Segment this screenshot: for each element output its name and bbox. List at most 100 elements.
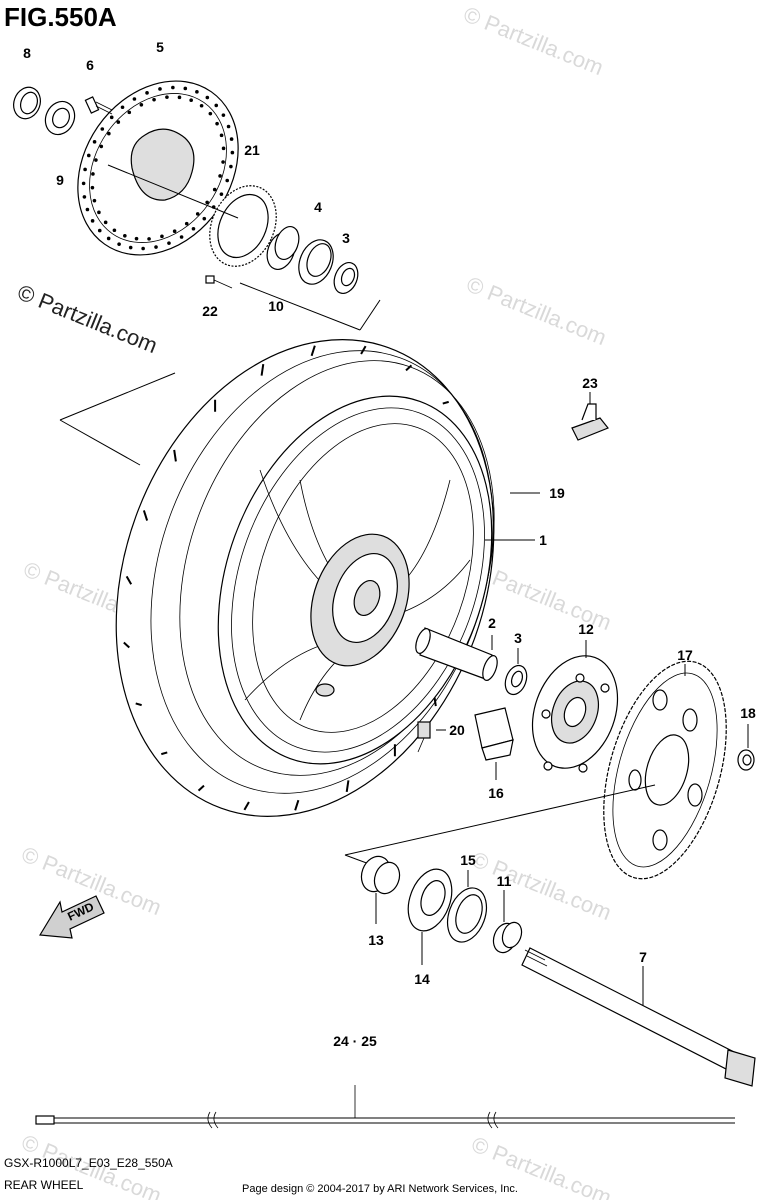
disc-hole xyxy=(171,85,175,90)
callout-16: 16 xyxy=(488,785,504,801)
rear-wheel-rim[interactable] xyxy=(170,358,541,803)
callout-10: 10 xyxy=(268,298,284,314)
copyright: Page design © 2004-2017 by ARI Network S… xyxy=(242,1183,518,1195)
rotor-bolt[interactable] xyxy=(205,275,233,289)
wheel-spacer[interactable] xyxy=(413,627,500,683)
abs-sensor-rotor[interactable] xyxy=(197,175,289,277)
disc-hole xyxy=(219,192,224,196)
disc-hole xyxy=(221,113,226,117)
disc-hole xyxy=(100,127,105,131)
callout-17: 17 xyxy=(677,647,693,663)
sprocket-drum[interactable] xyxy=(518,640,633,780)
disc-hole xyxy=(81,181,86,186)
disc-hole xyxy=(99,144,104,149)
disc-hole xyxy=(109,115,114,120)
callout-6: 6 xyxy=(86,57,94,73)
disc-hole xyxy=(128,245,133,250)
ball-bearing[interactable] xyxy=(400,863,459,965)
disc-hole xyxy=(134,236,139,241)
disc-hole xyxy=(107,131,111,136)
disc-hole xyxy=(139,102,144,107)
bearing-spacer[interactable] xyxy=(357,852,404,924)
disc-hole xyxy=(221,160,225,164)
disc-hole xyxy=(97,228,102,233)
disc-hole xyxy=(92,140,97,144)
balance-weight[interactable] xyxy=(571,392,609,441)
disc-hole xyxy=(195,212,200,216)
tread-groove xyxy=(135,702,142,707)
disc-hole xyxy=(179,235,184,239)
watermark-dark: © Partzilla.com xyxy=(14,279,161,358)
disc-hole xyxy=(165,95,169,99)
disc-hole xyxy=(226,124,231,129)
disc-hole xyxy=(132,97,137,101)
forward-arrow-icon: FWD xyxy=(38,895,105,939)
tread-groove xyxy=(161,751,168,756)
disc-hole xyxy=(215,121,219,126)
disc-bolt[interactable] xyxy=(84,96,113,115)
callout-4: 4 xyxy=(314,199,322,215)
tread-groove xyxy=(310,345,316,357)
spacer[interactable] xyxy=(262,223,303,273)
disc-hole xyxy=(214,103,219,108)
disc-hole xyxy=(154,245,158,249)
disc-hole xyxy=(103,220,108,225)
disc-hole xyxy=(208,111,213,116)
disc-hole xyxy=(225,178,230,183)
rear-axle[interactable] xyxy=(521,947,756,1087)
disc-hole xyxy=(212,187,217,192)
axle-nut[interactable] xyxy=(9,84,44,123)
disc-holes xyxy=(81,85,235,251)
callout-3-upper: 3 xyxy=(342,230,350,246)
rear-sprocket[interactable] xyxy=(581,647,748,893)
figure-title: FIG.550A xyxy=(4,2,117,32)
disc-hole xyxy=(90,185,95,190)
cable-tie[interactable] xyxy=(35,1085,735,1129)
tread-groove xyxy=(345,780,350,793)
oil-seal[interactable] xyxy=(293,235,340,290)
disc-hole xyxy=(229,137,234,141)
watermark: © Partzilla.com xyxy=(463,271,610,350)
disc-hole xyxy=(116,120,121,124)
tread-groove xyxy=(142,510,149,521)
callout-12: 12 xyxy=(578,621,594,637)
callout-8: 8 xyxy=(23,45,31,61)
disc-hole xyxy=(202,216,207,221)
model-code: GSX-R1000L7_E03_E28_550A xyxy=(4,1156,173,1170)
disc-hole xyxy=(86,153,91,158)
disc-hole xyxy=(147,237,151,241)
wheel-damper[interactable] xyxy=(474,707,514,780)
disc-hole xyxy=(183,86,188,91)
bearing[interactable] xyxy=(330,259,362,297)
watermark: © Partzilla.com xyxy=(468,846,615,925)
sprocket-nut[interactable] xyxy=(737,724,755,771)
disc-hole xyxy=(219,133,224,138)
disc-hole xyxy=(117,242,121,246)
bearing-lower[interactable] xyxy=(501,648,530,698)
callout-2: 2 xyxy=(488,615,496,631)
disc-hole xyxy=(85,207,90,212)
callout-3-lower: 3 xyxy=(514,630,522,646)
tire-valve[interactable] xyxy=(417,721,446,753)
tread-groove xyxy=(197,784,205,792)
disc-hole xyxy=(230,150,235,155)
callout-labels: 8 5 6 9 21 4 3 10 22 23 19 1 2 3 12 17 1… xyxy=(23,39,756,1049)
oil-seal-lower[interactable] xyxy=(441,870,494,947)
axle-spacer[interactable] xyxy=(490,890,525,956)
section-name: REAR WHEEL xyxy=(4,1178,84,1192)
disc-hole xyxy=(158,87,162,91)
callout-18: 18 xyxy=(740,705,756,721)
disc-hole xyxy=(123,233,127,238)
disc-hole xyxy=(92,198,97,203)
washer[interactable] xyxy=(40,97,80,140)
brake-disc[interactable] xyxy=(45,50,271,286)
callout-13: 13 xyxy=(368,932,384,948)
disc-hole xyxy=(120,105,125,110)
tread-groove xyxy=(294,799,300,811)
callout-22: 22 xyxy=(202,303,218,319)
disc-hole xyxy=(97,210,101,215)
tread-groove xyxy=(260,363,265,376)
callout-19: 19 xyxy=(549,485,565,501)
tread-groove xyxy=(442,400,449,405)
